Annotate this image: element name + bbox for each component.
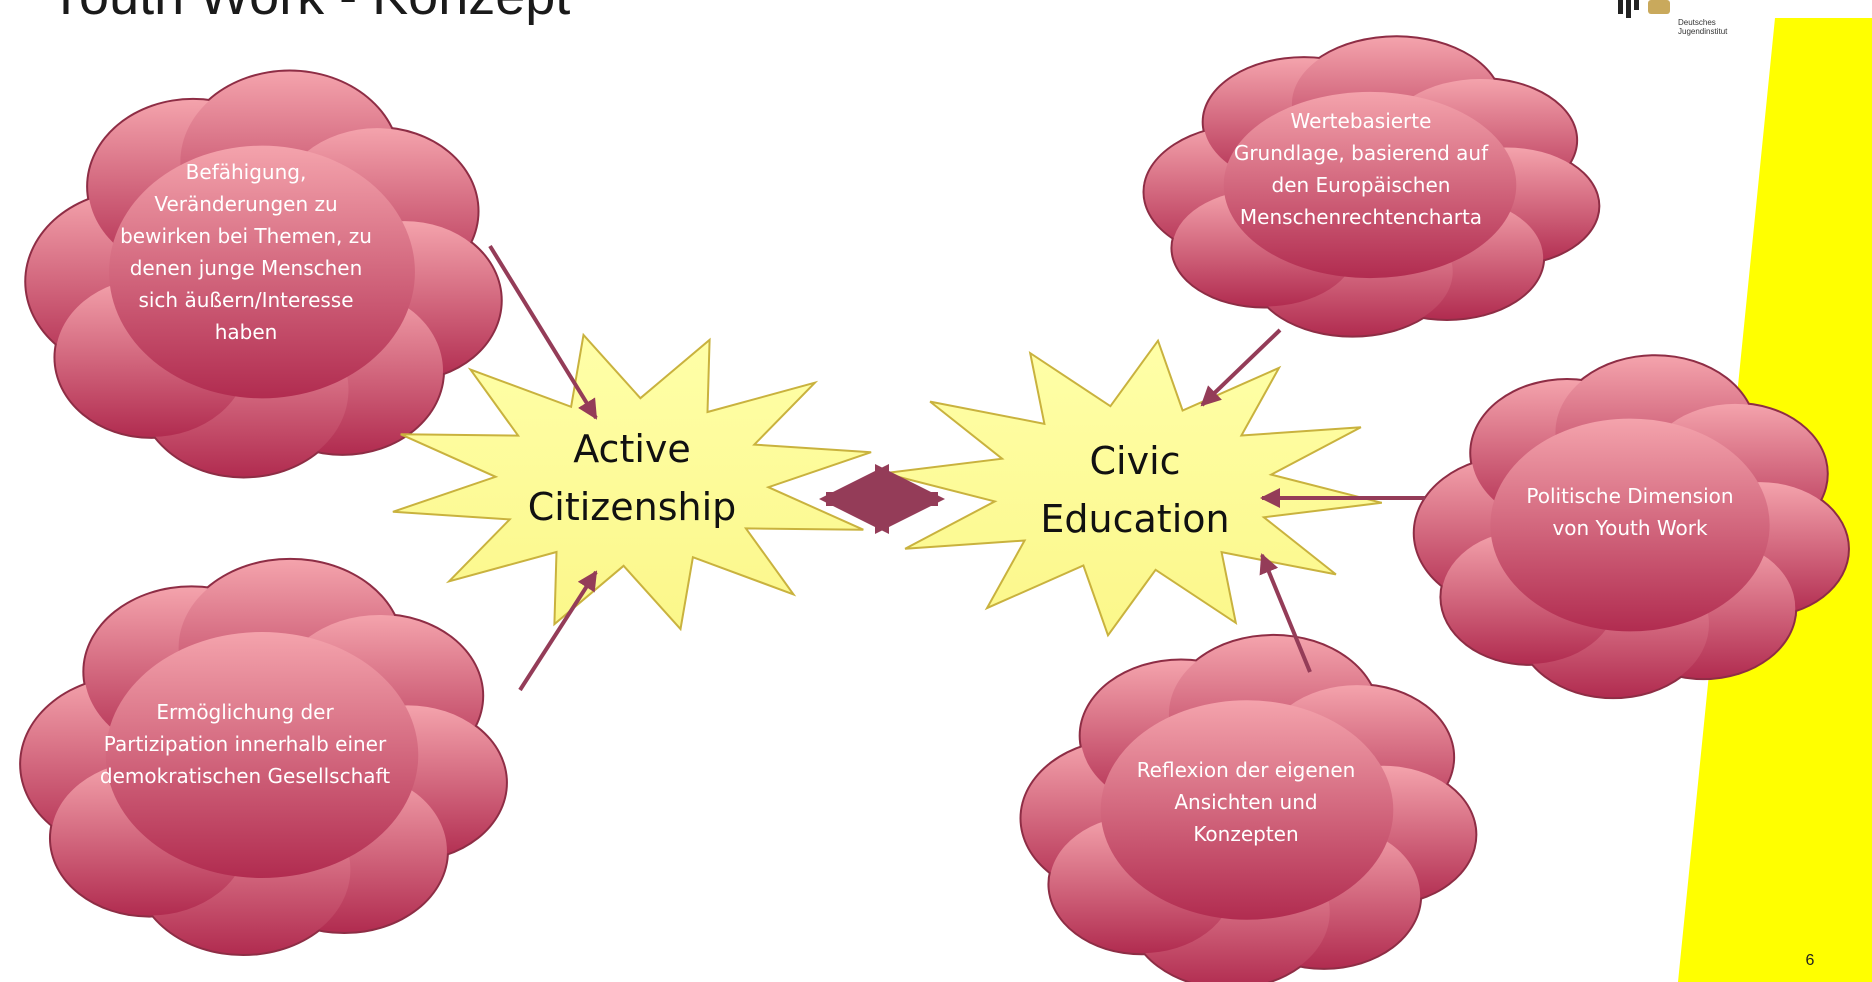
cloud-reflexion	[1019, 633, 1478, 982]
cloud-text-ermoeglichung: Ermöglichung der Partizipation innerhalb…	[99, 700, 391, 788]
cloud-ermoeglichung	[19, 557, 508, 957]
cloud-text-politische: Politische Dimension von Youth Work	[1526, 484, 1734, 540]
cloud-politische	[1412, 354, 1850, 700]
dji-logo-mark-icon	[1618, 0, 1670, 18]
arrow-reflexion-to-civic	[1259, 553, 1312, 673]
starburst-active-citizenship	[392, 332, 872, 632]
logo-text-deutsches: Deutsches	[1678, 18, 1716, 27]
hub-label-civic-education: Civic Education	[1040, 439, 1230, 541]
arrow-befaehigung-to-active	[488, 244, 598, 420]
cloud-text-reflexion: Reflexion der eigenen Ansichten und Konz…	[1136, 758, 1356, 846]
arrow-ermoeglichung-to-active	[518, 570, 598, 692]
cloud-text-befaehigung: Befähigung, Veränderungen zu bewirken be…	[120, 160, 372, 344]
page-number: 6	[1805, 952, 1815, 969]
hub-label-active-citizenship: Active Citizenship	[527, 427, 737, 529]
cloud-text-wertebasierte: Wertebasierte Grundlage, basierend auf d…	[1233, 109, 1489, 229]
dji-logo: Deutsches Jugendinstitut	[1610, 0, 1750, 40]
cloud-wertebasierte	[1142, 35, 1601, 338]
arrow-wertebasierte-to-civic	[1200, 328, 1282, 407]
cloud-befaehigung	[24, 69, 503, 479]
slide-title: Youth Work - Konzept	[48, 0, 570, 29]
logo-text-jugendinstitut: Jugendinstitut	[1678, 27, 1728, 36]
